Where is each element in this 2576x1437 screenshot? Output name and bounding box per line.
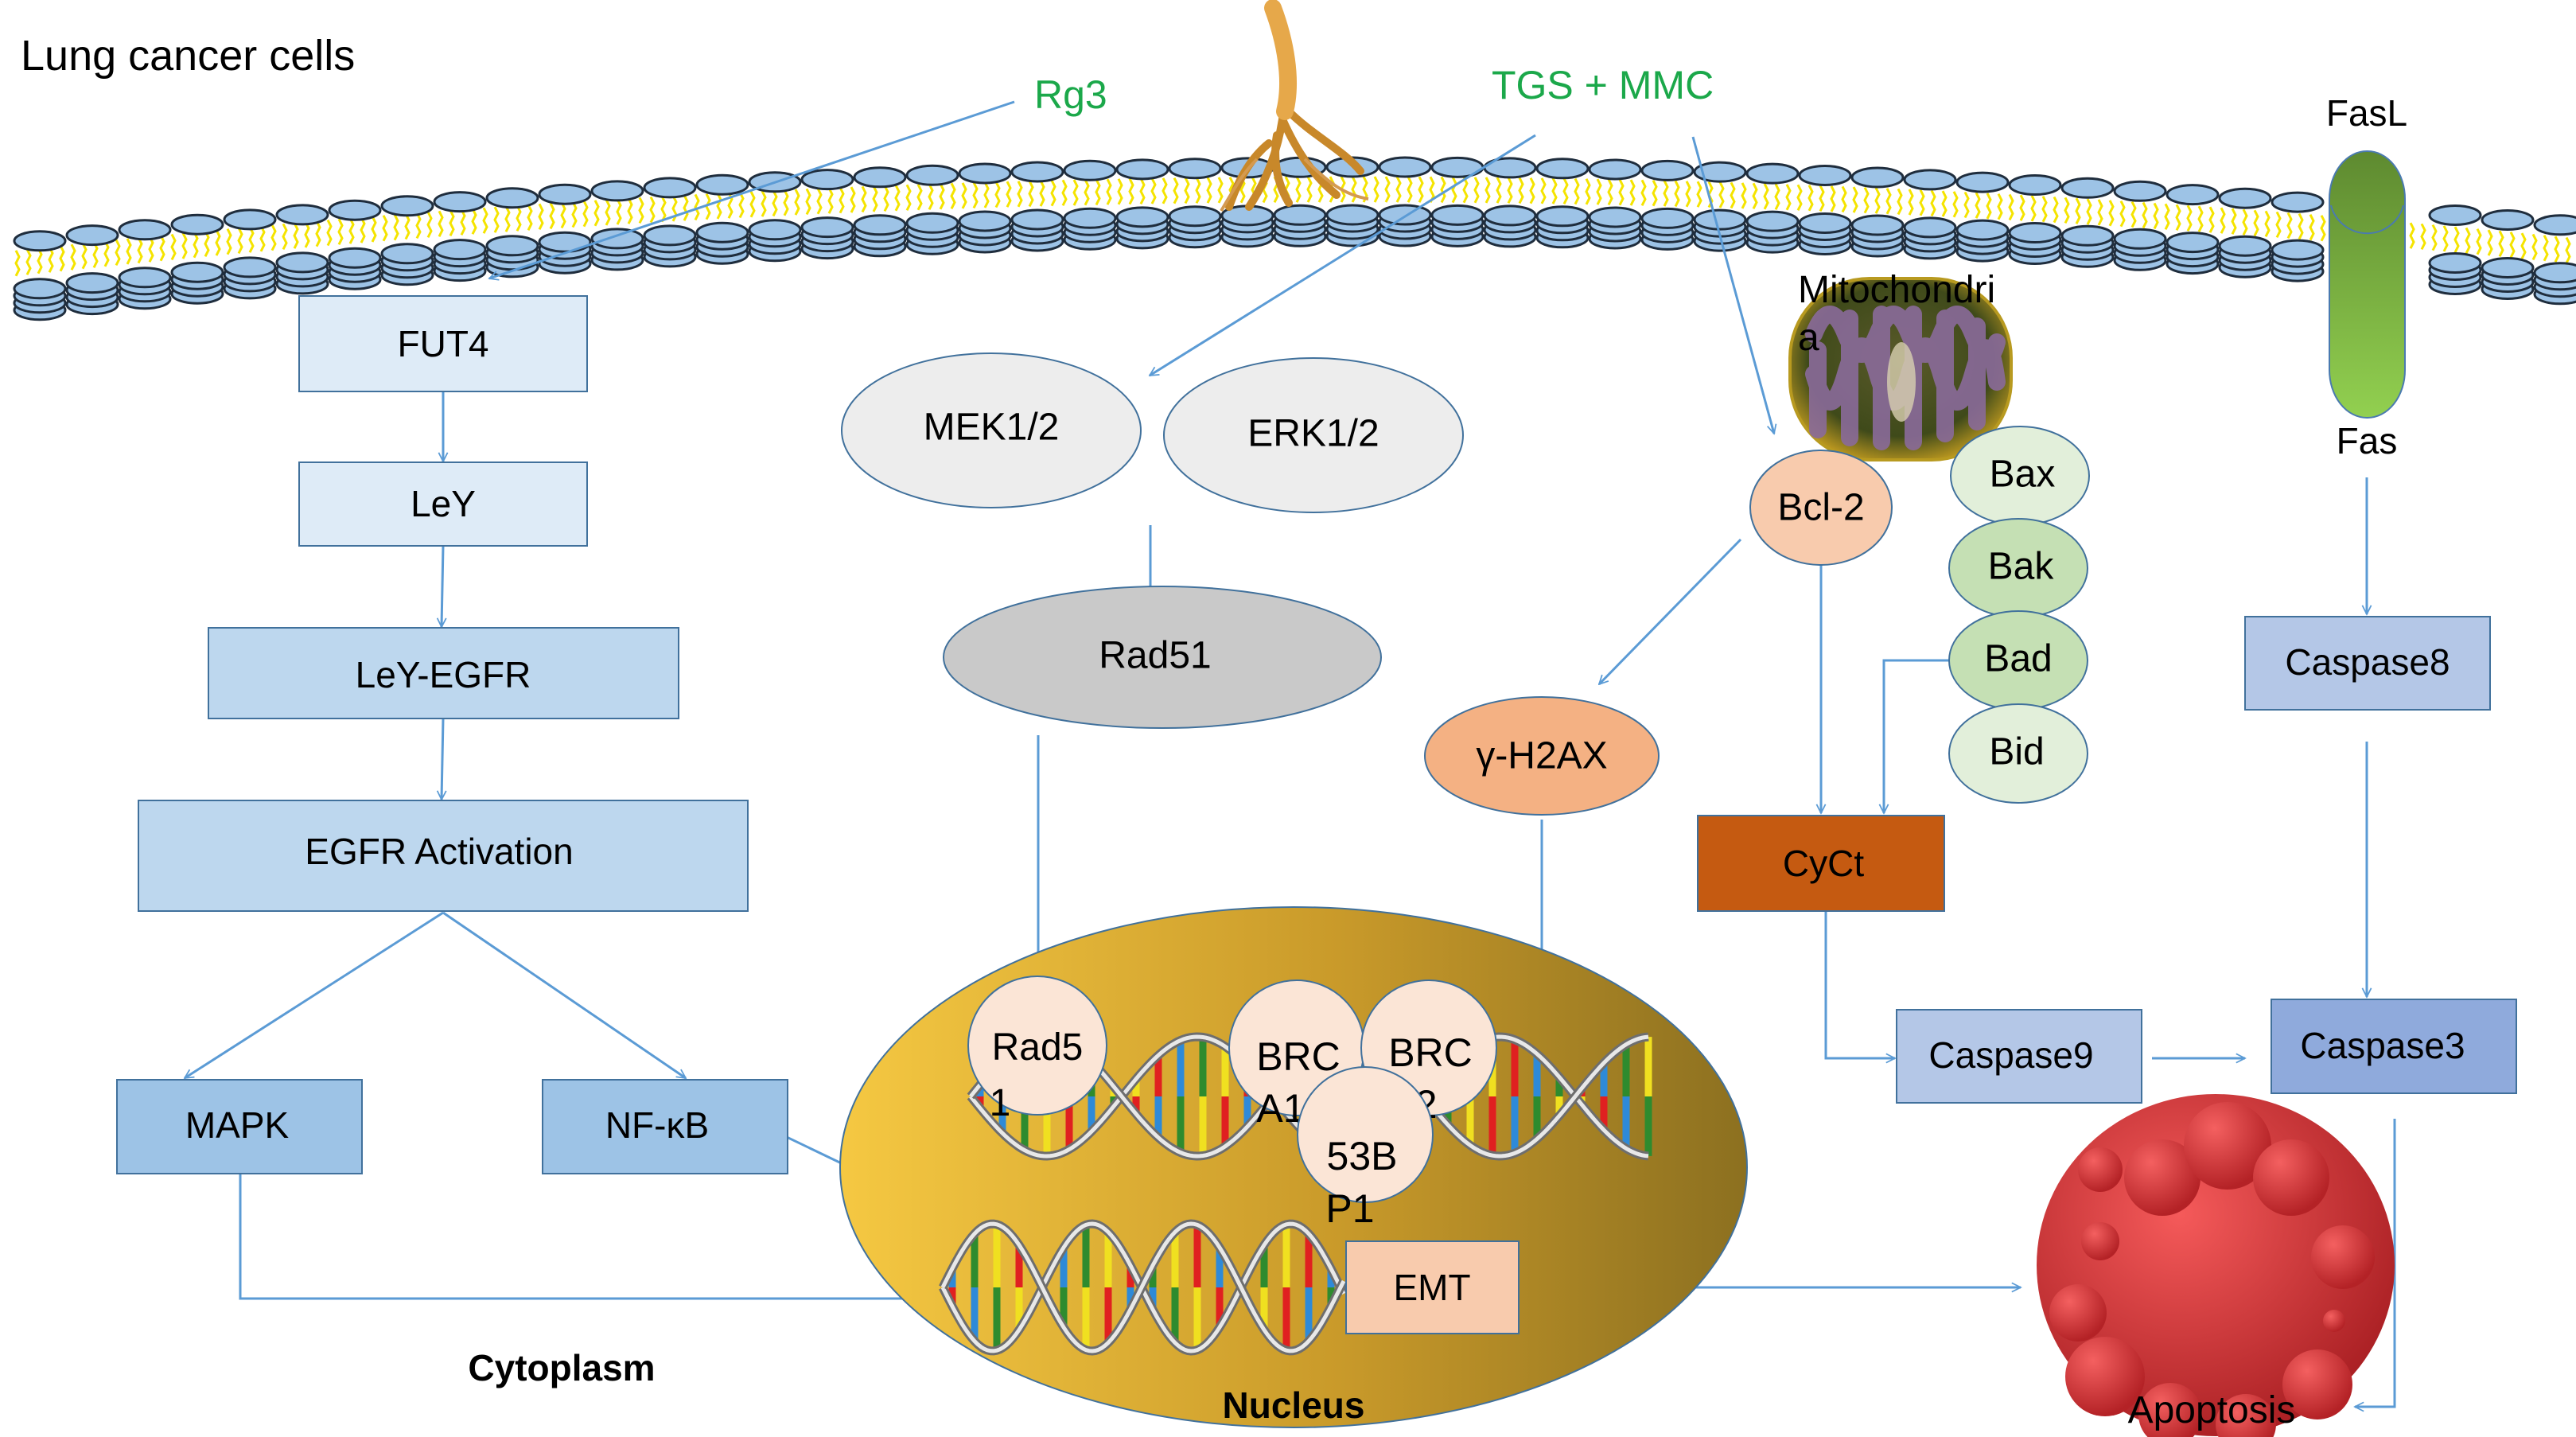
emt-label: EMT	[1393, 1267, 1470, 1308]
rg3-label: Rg3	[1034, 72, 1107, 117]
apoptosis-label: Apoptosis	[2128, 1389, 2296, 1431]
cytoplasm-label: Cytoplasm	[468, 1347, 655, 1388]
arrow-egfr-nfkb	[442, 911, 686, 1080]
node-ley-egfr[interactable]: LeY-EGFR	[208, 627, 679, 719]
bad-label: Bad	[1984, 638, 2052, 680]
node-53bp1[interactable]: 53B P1	[1297, 1066, 1434, 1231]
brca1-label-1: BRC	[1256, 1034, 1341, 1079]
brca2-label-1: BRC	[1388, 1030, 1473, 1075]
node-fut4[interactable]: FUT4	[298, 295, 588, 392]
fas-receptor-icon	[2329, 150, 2406, 419]
dna-helix-lower-icon	[939, 1219, 1348, 1356]
node-bid[interactable]: Bid	[1948, 703, 2088, 804]
fasl-label: FasL	[2326, 92, 2407, 134]
ley-egfr-label: LeY-EGFR	[356, 654, 531, 695]
arrow-bcl2-gh2ax	[1599, 538, 1742, 684]
node-rad51-nuclear[interactable]: Rad5 1	[967, 976, 1107, 1124]
node-nfkb[interactable]: NF-κB	[542, 1079, 788, 1174]
nfkb-label: NF-κB	[605, 1104, 709, 1146]
node-brca1[interactable]: BRC A1	[1228, 979, 1365, 1131]
bcl2-label: Bcl-2	[1777, 487, 1864, 529]
fas-label: Fas	[2337, 420, 2398, 461]
arrow-tgs-mito	[1691, 136, 1774, 434]
arrow-rg3-fut4	[489, 100, 1015, 278]
bid-label: Bid	[1989, 731, 2044, 773]
caspase8-label: Caspase8	[2285, 641, 2450, 683]
node-egfr-activation[interactable]: EGFR Activation	[138, 800, 749, 912]
caspase3-label: Caspase3	[2300, 1025, 2465, 1066]
gh2ax-label: γ-H2AX	[1476, 735, 1607, 777]
rad51-nuclear-label-1: Rad5	[992, 1026, 1084, 1069]
arrow-leyegfr-egfr	[442, 718, 443, 800]
erk-label: ERK1/2	[1247, 413, 1379, 455]
node-cyct[interactable]: CyCt	[1697, 815, 1945, 912]
rad51-nuclear-label-2: 1	[990, 1082, 1011, 1124]
node-bcl2[interactable]: Bcl-2	[1749, 450, 1893, 566]
node-mek[interactable]: MEK1/2	[841, 352, 1142, 508]
node-bak[interactable]: Bak	[1948, 518, 2088, 618]
node-caspase8[interactable]: Caspase8	[2244, 616, 2491, 711]
mitochondria-label-1: Mitochondri	[1798, 269, 1995, 311]
mitochondria-icon	[1788, 277, 2013, 461]
node-emt[interactable]: EMT	[1345, 1240, 1520, 1334]
node-ley[interactable]: LeY	[298, 461, 588, 547]
node-bax[interactable]: Bax	[1950, 426, 2090, 526]
bax-label: Bax	[1990, 454, 2056, 496]
arrow-egfr-mapk	[185, 911, 444, 1080]
arrow-bad-cyct	[1884, 659, 1951, 813]
bak-label: Bak	[1988, 546, 2055, 588]
mitochondria-label-2: a	[1798, 317, 1819, 359]
node-rad51[interactable]: Rad51	[943, 586, 1382, 729]
apoptotic-cell-icon	[2037, 1094, 2395, 1437]
53bp1-label-1: 53B	[1327, 1134, 1398, 1178]
node-erk[interactable]: ERK1/2	[1163, 357, 1464, 513]
title-label: Lung cancer cells	[21, 32, 355, 80]
node-caspase9[interactable]: Caspase9	[1896, 1009, 2142, 1104]
arrow-caspase3-apoptosis	[2355, 1119, 2396, 1407]
ley-label: LeY	[411, 483, 476, 524]
egfr-activation-label: EGFR Activation	[305, 831, 573, 872]
brca1-label-2: A1	[1256, 1086, 1305, 1131]
cyct-label: CyCt	[1783, 843, 1864, 884]
node-bad[interactable]: Bad	[1948, 610, 2088, 711]
node-gh2ax[interactable]: γ-H2AX	[1424, 696, 1660, 816]
mek-label: MEK1/2	[924, 407, 1060, 449]
tgs-mmc-label: TGS + MMC	[1492, 63, 1714, 107]
arrow-ley-leyegfr	[442, 545, 443, 627]
53bp1-label-2: P1	[1325, 1186, 1374, 1231]
fut4-label: FUT4	[398, 323, 489, 364]
arrow-cyct-caspase9	[1824, 911, 1895, 1058]
node-mapk[interactable]: MAPK	[116, 1079, 363, 1174]
cell-membrane	[13, 156, 2576, 321]
arrow-tgs-mek	[1150, 134, 1536, 377]
rad51-label: Rad51	[1099, 635, 1211, 677]
node-caspase3[interactable]: Caspase3	[2271, 999, 2517, 1094]
mapk-label: MAPK	[185, 1104, 290, 1146]
arrow-mapk-dna	[239, 1174, 945, 1299]
nucleus-label: Nucleus	[1223, 1384, 1365, 1426]
ginseng-root-icon	[1220, 0, 1369, 212]
caspase9-label: Caspase9	[1928, 1034, 2093, 1076]
